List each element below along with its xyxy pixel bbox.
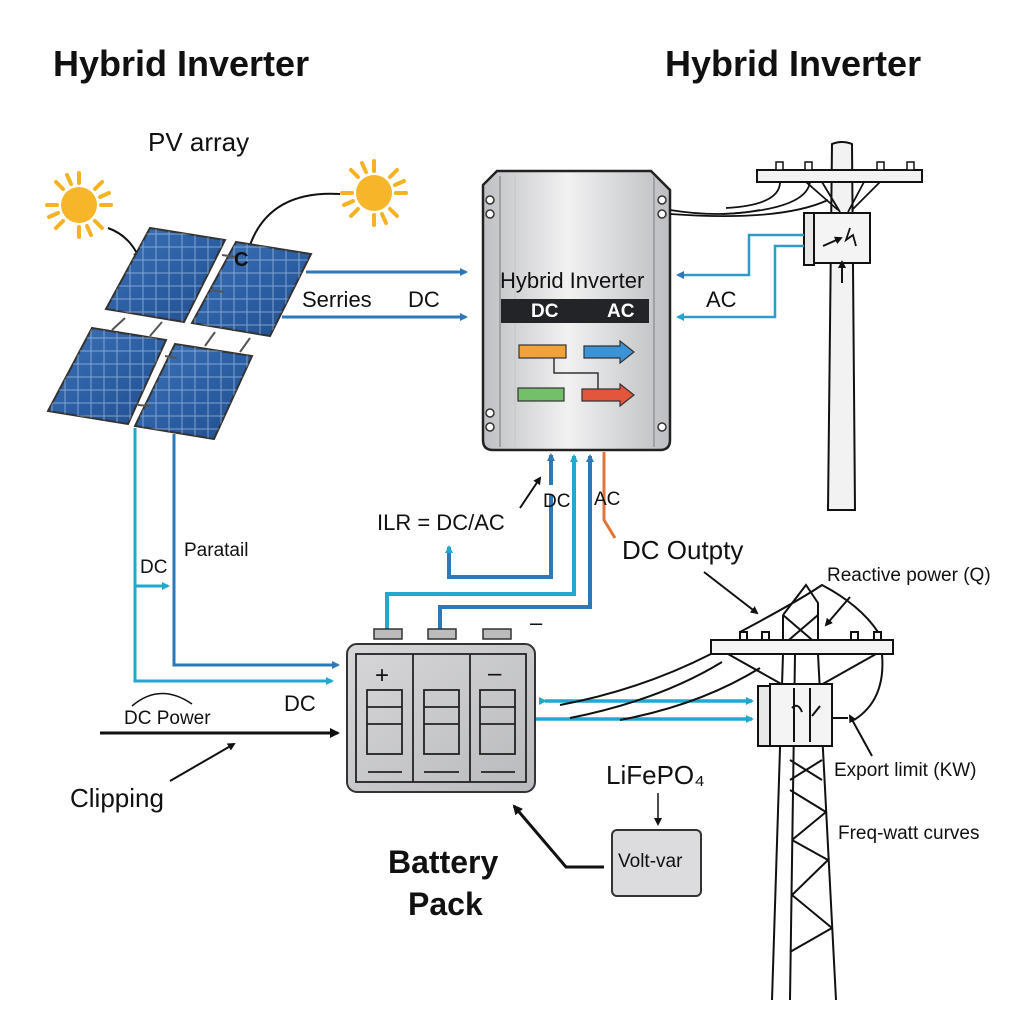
inverter-band-ac: AC <box>607 301 635 322</box>
battery-wire-2 <box>438 454 594 633</box>
title-right: Hybrid Inverter <box>665 43 922 84</box>
utility-pole-top <box>669 141 923 511</box>
dc-output-label: DC Outpty <box>622 535 744 565</box>
parallel-label: Paratail <box>184 540 249 561</box>
ilr-feedback-wire <box>445 495 553 579</box>
battery-minus-sign: – <box>488 660 502 687</box>
freq-watt-label: Freq-watt curves <box>838 823 980 844</box>
title-left: Hybrid Inverter <box>53 43 310 84</box>
export-limit-label: Export limit (KW) <box>834 760 977 781</box>
inverter-bottom-ac-label: AC <box>594 489 621 510</box>
ilr-pointer-arrow <box>519 476 542 509</box>
pv-array: C <box>46 226 313 441</box>
lightning-icon <box>844 227 857 247</box>
dc-output-wire <box>602 452 617 539</box>
pv-panel <box>133 342 254 441</box>
inverter-title: Hybrid Inverter <box>500 268 645 293</box>
sunlight-curve-right <box>249 192 341 246</box>
series-dc-label: DC <box>408 287 440 312</box>
inverter-band-dc: DC <box>531 301 559 322</box>
ilr-label: ILR = DC/AC <box>377 510 505 535</box>
battery-dc-label: DC <box>284 691 316 716</box>
pv-panel <box>190 240 313 338</box>
battery-pack-label-line2: Pack <box>408 886 483 922</box>
hybrid-inverter-unit <box>481 169 672 452</box>
clipping-label: Clipping <box>70 783 164 813</box>
grid-ac-label: AC <box>706 287 737 312</box>
conversion-flow-icon <box>517 339 635 408</box>
battery-wire-1 <box>385 454 578 633</box>
inverter-bottom-dc-label: DC <box>543 491 571 512</box>
lifepo4-label: LiFePO₄ <box>606 760 705 790</box>
pv-panel <box>104 226 227 324</box>
sunlight-arrow-left <box>107 227 141 260</box>
sun-icon-right <box>340 159 408 227</box>
dc-power-label: DC Power <box>124 708 211 729</box>
minus-sign-label: – <box>530 610 543 635</box>
clipping-pointer-arrow <box>169 742 236 782</box>
parallel-dc-wire-inner <box>172 434 340 669</box>
meter-box <box>813 212 871 264</box>
battery-pack-label-line1: Battery <box>388 844 499 880</box>
pv-panel <box>46 326 168 426</box>
reactive-power-label: Reactive power (Q) <box>827 565 991 586</box>
sun-icon-left <box>45 171 113 239</box>
series-label: Serries <box>302 287 372 312</box>
pv-connector-icon: C <box>234 249 248 271</box>
volt-var-label: Volt-var <box>618 851 683 872</box>
dc-output-pointer-arrow <box>703 571 759 615</box>
pv-array-label: PV array <box>148 127 250 157</box>
ac-wire-top <box>676 233 804 279</box>
volt-var-box <box>611 829 702 897</box>
ac-wire-bottom <box>676 244 804 321</box>
battery-pack-icon <box>346 628 536 793</box>
parallel-dc-wire-outer <box>133 428 334 685</box>
dc-ac-band <box>501 299 649 323</box>
volt-var-to-battery-arrow <box>512 804 604 869</box>
battery-plus-sign: + <box>375 662 390 689</box>
dc-power-curve-arrow <box>131 692 193 707</box>
parallel-dc-label: DC <box>140 557 168 578</box>
transmission-tower <box>559 583 894 1001</box>
tower-meter-box <box>769 683 833 747</box>
